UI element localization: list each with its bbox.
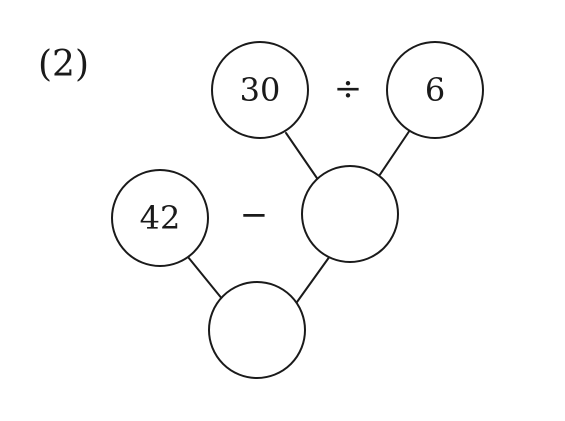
node-middle-left: 42	[111, 169, 209, 267]
operator-divide: ÷	[334, 69, 363, 109]
node-bottom	[208, 281, 306, 379]
edge-top-right-to-middle-right	[376, 129, 411, 180]
node-top-right: 6	[386, 41, 484, 139]
problem-label: (2)	[38, 44, 89, 85]
edge-middle-left-to-bottom	[187, 256, 224, 301]
node-middle-left-value: 42	[140, 199, 181, 237]
node-top-left: 30	[211, 41, 309, 139]
node-top-left-value: 30	[240, 71, 281, 109]
node-middle-right	[301, 165, 399, 263]
edge-top-left-to-middle-right	[285, 132, 322, 185]
node-top-right-value: 6	[425, 71, 445, 109]
edge-middle-right-to-bottom	[296, 255, 331, 303]
operator-minus: −	[240, 195, 269, 235]
